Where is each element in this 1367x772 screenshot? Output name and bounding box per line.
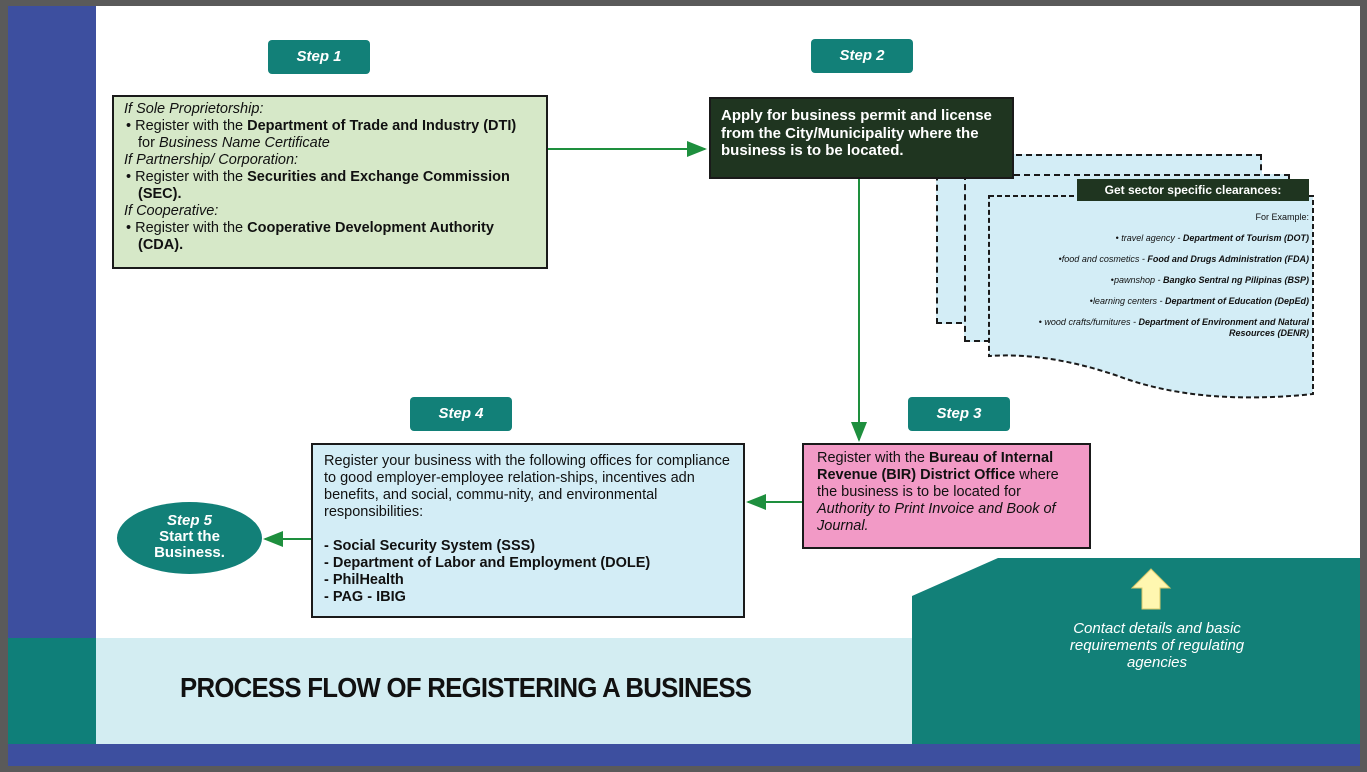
list-item: •learning centers - Department of Educat…	[1089, 296, 1309, 306]
page-title: PROCESS FLOW OF REGISTERING A BUSINESS	[180, 672, 752, 703]
list-item: •food and cosmetics - Food and Drugs Adm…	[1058, 254, 1309, 264]
step2-box: Apply for business permit and license fr…	[709, 97, 1014, 179]
office-item: - Department of Labor and Employment (DO…	[324, 555, 651, 571]
list-item: • travel agency - Department of Tourism …	[1115, 233, 1309, 243]
list-item: • wood crafts/furnitures - Department of…	[1038, 317, 1309, 338]
sec-registration: • Register with the Securities and Excha…	[126, 169, 510, 202]
up-arrow-icon	[1130, 568, 1172, 610]
step4-box: Register your business with the followin…	[311, 443, 745, 618]
partnership-heading: If Partnership/ Corporation:	[124, 152, 299, 168]
sole-proprietorship-heading: If Sole Proprietorship:	[124, 101, 264, 117]
step3-label: Step 3	[908, 397, 1010, 431]
step4-intro: Register your business with the followin…	[324, 453, 730, 520]
sector-clearance-list: For Example: • travel agency - Departmen…	[993, 212, 1309, 349]
diagram-graphics	[263, 141, 1360, 744]
office-item: - PhilHealth	[324, 572, 404, 588]
cda-registration: • Register with the Cooperative Developm…	[126, 220, 494, 253]
bottom-accent-bar	[8, 744, 1360, 766]
list-item: •pawnshop - Bangko Sentral ng Pilipinas …	[1110, 275, 1309, 285]
bottom-left-accent	[8, 638, 96, 744]
step3-box: Register with the Bureau of Internal Rev…	[802, 443, 1091, 549]
step1-label: Step 1	[268, 40, 370, 74]
dti-registration: • Register with the Department of Trade …	[126, 118, 517, 151]
office-item: - Social Security System (SSS)	[324, 538, 536, 554]
step5-start-business: Step 5 Start the Business.	[117, 502, 262, 574]
step1-box: If Sole Proprietorship: • Register with …	[112, 95, 548, 269]
clearance-sheet-front	[988, 195, 1314, 399]
slide: PROCESS FLOW OF REGISTERING A BUSINESS G…	[8, 6, 1360, 766]
contact-panel	[912, 558, 1360, 744]
title-band	[96, 638, 912, 744]
office-item: - PAG - IBIG	[324, 589, 406, 605]
step4-label: Step 4	[410, 397, 512, 431]
contact-details-text: Contact details and basic requirements o…	[1069, 620, 1245, 671]
step2-label: Step 2	[811, 39, 913, 73]
sector-clearance-title: Get sector specific clearances:	[1077, 179, 1309, 201]
cooperative-heading: If Cooperative:	[124, 203, 219, 219]
example-label: For Example:	[1255, 212, 1309, 222]
left-accent-bar	[8, 6, 96, 638]
